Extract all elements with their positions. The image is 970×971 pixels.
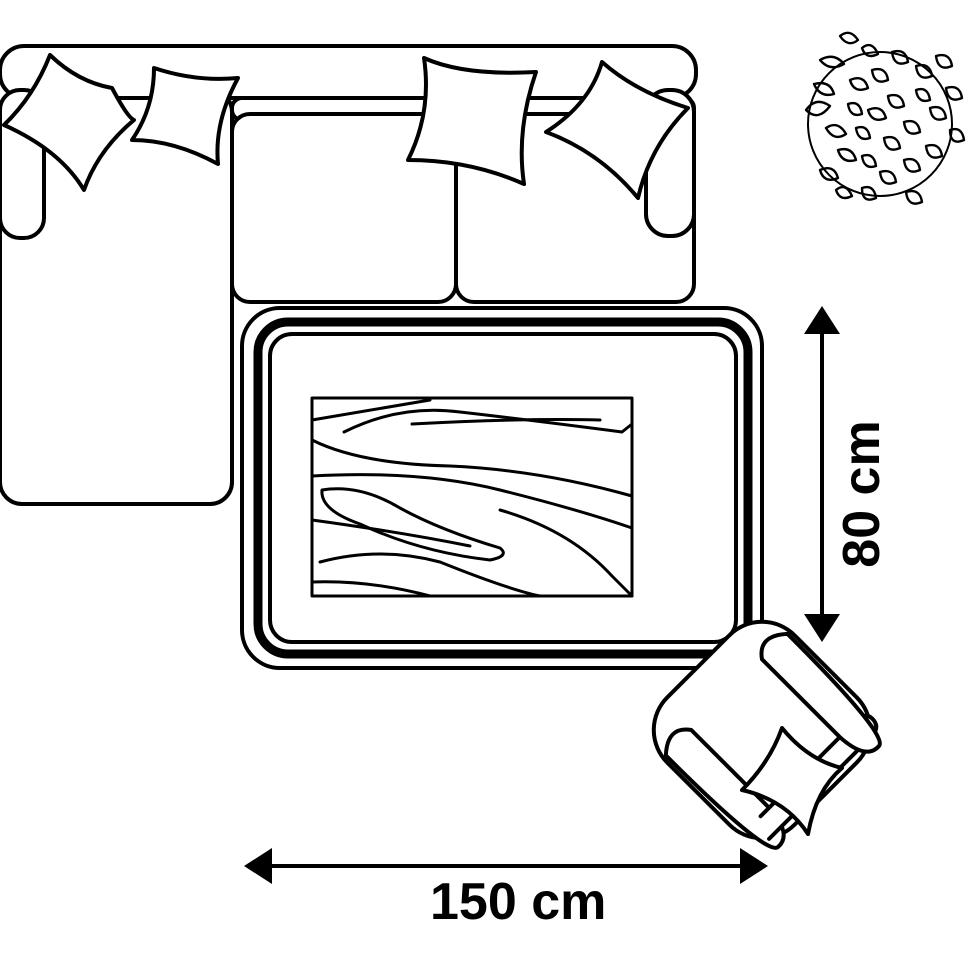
pillow-icon bbox=[406, 56, 538, 186]
pillow-group bbox=[2, 53, 690, 200]
pillow-icon bbox=[130, 66, 240, 166]
pillow-icon bbox=[544, 60, 690, 200]
armchair-arm-right bbox=[759, 631, 882, 754]
arrow-head-down bbox=[804, 614, 840, 642]
width-dimension-label: 150 cm bbox=[430, 873, 607, 931]
plant-icon bbox=[804, 31, 966, 205]
height-dimension-label: 80 cm bbox=[833, 420, 891, 568]
rug-outer-border bbox=[240, 306, 764, 670]
arrow-head-left bbox=[244, 848, 272, 884]
height-arrow-icon bbox=[804, 306, 840, 642]
rug-inner-border bbox=[253, 317, 753, 659]
pillow-icon bbox=[740, 726, 844, 836]
width-arrow-icon bbox=[244, 848, 768, 884]
rug-inner-edge bbox=[268, 332, 738, 644]
rug-icon bbox=[240, 306, 764, 670]
armchair-arm-left bbox=[663, 727, 786, 850]
plant-pot bbox=[807, 51, 953, 197]
rug-pattern-waves bbox=[310, 398, 634, 598]
arrow-head-up bbox=[804, 306, 840, 334]
pillow-icon bbox=[2, 53, 136, 192]
arrow-head-right bbox=[740, 848, 768, 884]
